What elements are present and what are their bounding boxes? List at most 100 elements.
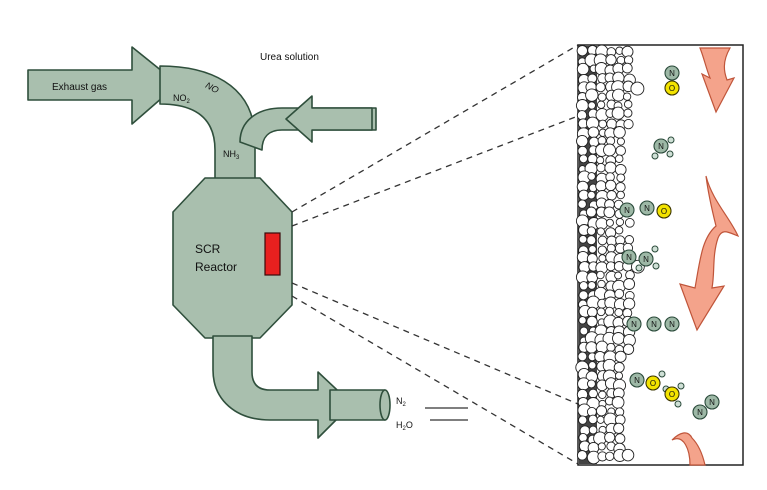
- nitrogen-atom-label: N: [669, 320, 675, 329]
- nitrogen-atom: [664, 65, 680, 81]
- outlet-tube-end: [379, 389, 391, 421]
- catalyst-pore: [614, 433, 626, 444]
- oxygen-atom: [656, 203, 672, 219]
- catalyst-pore: [622, 343, 635, 355]
- nitrogen-atom-label: N: [626, 253, 632, 262]
- catalyst-pore: [613, 126, 626, 139]
- h2o-label: H2O: [396, 420, 413, 432]
- catalyst-pore: [578, 316, 587, 325]
- catalyst-pore: [587, 190, 596, 200]
- catalyst-pore: [614, 350, 627, 363]
- zoom-line-top-1: [291, 44, 579, 213]
- hydrogen-atom: [635, 264, 643, 272]
- catalyst-pore: [595, 82, 606, 93]
- catalyst-marker: [264, 232, 281, 276]
- catalyst-pore: [614, 271, 623, 280]
- catalyst-pore: [621, 62, 633, 74]
- catalyst-pore: [605, 179, 617, 192]
- urea-injection-arrow: [285, 95, 373, 143]
- catalyst-pore: [614, 225, 624, 235]
- hydrogen-atom: [658, 370, 666, 378]
- nitrogen-atom: [639, 200, 655, 216]
- catalyst-pore: [597, 442, 606, 451]
- zoom-line-top-2: [291, 115, 579, 227]
- nitrogen-atom-label: N: [644, 204, 650, 213]
- catalyst-pore: [596, 162, 606, 173]
- catalyst-pore: [606, 243, 616, 253]
- catalyst-pore: [595, 340, 609, 354]
- catalyst-pore: [622, 92, 632, 101]
- catalyst-pore: [614, 154, 624, 163]
- catalyst-pore: [585, 341, 598, 354]
- catalyst-pore: [615, 217, 625, 227]
- catalyst-pore: [597, 235, 608, 246]
- catalyst-pore: [597, 245, 607, 255]
- flow-arrow-top: [699, 47, 736, 114]
- catalyst-pore: [613, 361, 625, 373]
- catalyst-pore: [588, 388, 598, 399]
- zoom-line-bottom-1: [291, 282, 579, 405]
- catalyst-pore: [595, 180, 607, 192]
- catalyst-pore: [579, 154, 588, 164]
- zoom-line-bottom-2: [291, 295, 579, 465]
- catalyst-pore: [595, 405, 608, 417]
- nitrogen-atom: [653, 138, 669, 154]
- catalyst-pore: [596, 270, 605, 280]
- catalyst-pore: [603, 143, 616, 157]
- catalyst-porous-layer: [575, 44, 645, 465]
- catalyst-pore: [587, 126, 600, 139]
- catalyst-pore: [625, 270, 635, 280]
- nh3-label: NH3: [223, 149, 240, 161]
- nitrogen-atom: [619, 202, 635, 218]
- catalyst-pore: [578, 415, 588, 425]
- catalyst-pore: [613, 422, 625, 434]
- nitrogen-atom: [626, 316, 642, 332]
- catalyst-pore: [614, 288, 625, 299]
- catalyst-pore: [604, 161, 617, 174]
- catalyst-pore: [616, 137, 625, 146]
- catalyst-pore: [586, 315, 598, 328]
- oxygen-atom: [664, 386, 680, 402]
- catalyst-pore: [588, 245, 597, 254]
- catalyst-pore: [615, 145, 626, 156]
- hydrogen-atom: [651, 245, 659, 253]
- catalyst-pore: [576, 62, 590, 76]
- catalyst-pore: [578, 234, 588, 244]
- reactor-label-line2: Reactor: [195, 260, 237, 274]
- catalyst-pore: [611, 106, 625, 120]
- catalyst-pore: [604, 431, 616, 443]
- catalyst-pore: [576, 45, 588, 57]
- outlet-pipe: [212, 335, 353, 439]
- catalyst-pore: [616, 190, 625, 200]
- nitrogen-atom-label: N: [634, 376, 640, 385]
- catalyst-pore: [622, 297, 636, 310]
- catalyst-pore: [576, 250, 590, 264]
- nitrogen-atom-label: N: [697, 408, 703, 417]
- catalyst-pore: [586, 235, 597, 246]
- catalyst-pore: [605, 218, 614, 227]
- nitrogen-atom: [704, 394, 720, 410]
- catalyst-pore: [586, 226, 597, 236]
- catalyst-pore: [630, 81, 645, 96]
- nitrogen-atom-label: N: [709, 398, 715, 407]
- catalyst-pore: [606, 118, 618, 130]
- catalyst-pore: [623, 108, 633, 118]
- nitrogen-atom: [646, 316, 662, 332]
- catalyst-pore: [588, 361, 597, 370]
- nitrogen-atom: [692, 404, 708, 420]
- catalyst-pore: [597, 136, 607, 145]
- catalyst-pore: [586, 379, 596, 389]
- catalyst-pore: [596, 307, 606, 317]
- catalyst-pore: [585, 88, 599, 102]
- oxygen-atom: [664, 80, 680, 96]
- catalyst-pore: [586, 306, 598, 318]
- catalyst-pore: [597, 279, 606, 289]
- catalyst-pore: [598, 119, 608, 129]
- catalyst-pore: [605, 451, 615, 461]
- catalyst-pore: [596, 227, 605, 236]
- catalyst-pore: [579, 281, 589, 291]
- nitrogen-atom-label: N: [669, 69, 675, 78]
- catalyst-pore: [612, 332, 625, 345]
